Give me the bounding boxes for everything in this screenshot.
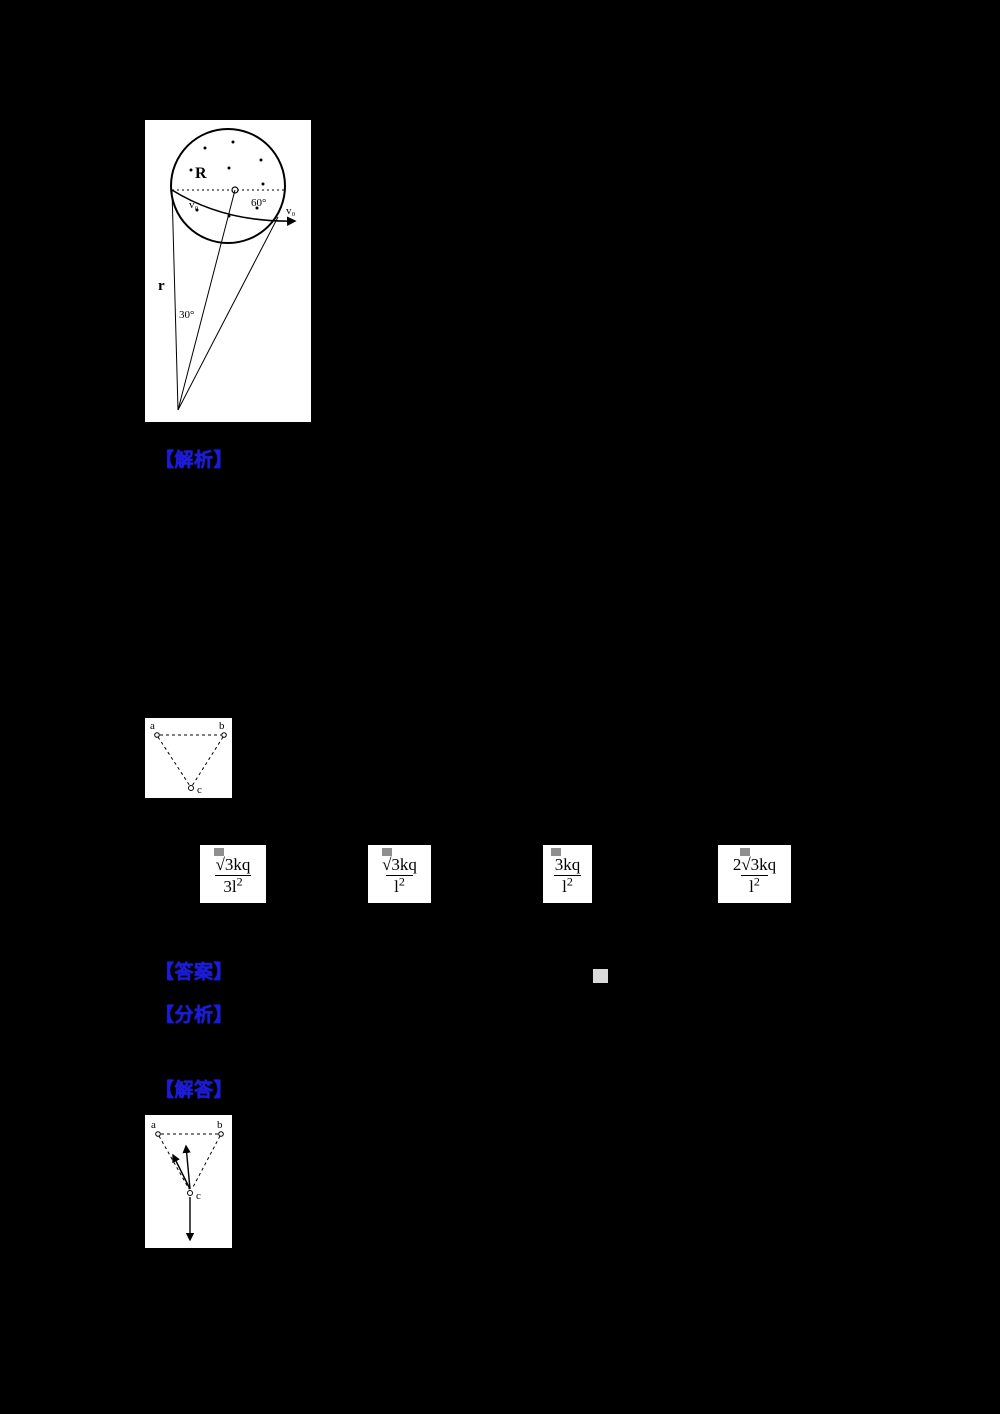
render-artifact — [740, 848, 750, 856]
label-b: b — [219, 720, 225, 732]
den-exponent: 2 — [398, 874, 405, 889]
heading-answer: 【答案】 — [155, 962, 234, 983]
magnetic-field-diagram: R 60° v₀ v₀ r 30° — [158, 128, 297, 411]
force-diagram-panel: a b c — [145, 1115, 232, 1248]
charge-b-mark — [221, 732, 227, 738]
den-base: 3l — [223, 877, 237, 896]
numerator: √3kq — [382, 855, 417, 875]
force-vector-diagram: a b c — [151, 1119, 224, 1242]
option-formula-d: 2√3kq l2 — [718, 845, 791, 903]
den-exponent: 2 — [236, 874, 243, 889]
label-c: c — [197, 784, 202, 796]
charge-a-mark — [154, 732, 160, 738]
heading-analysis-2: 【分析】 — [155, 1005, 234, 1026]
fraction: 2√3kq l2 — [728, 855, 781, 896]
den-exponent: 2 — [753, 874, 760, 889]
charge-a-mark — [155, 1131, 161, 1137]
geometry-lines — [171, 189, 279, 411]
label-a: a — [150, 720, 155, 732]
render-artifact — [382, 848, 392, 856]
charge-b-mark — [218, 1131, 224, 1137]
charge-c-mark — [188, 785, 194, 791]
charge-triangle-panel: a b c — [145, 718, 232, 798]
label-a: a — [151, 1119, 156, 1131]
numerator: √3kq — [215, 855, 251, 875]
fraction: √3kq 3l2 — [211, 855, 256, 896]
denominator: l2 — [741, 875, 768, 897]
den-exponent: 2 — [566, 874, 573, 889]
denominator: 3l2 — [215, 874, 251, 897]
magnetic-field-figure-panel: R 60° v₀ v₀ r 30° — [145, 120, 311, 422]
radius-label: R — [195, 165, 207, 182]
den-base: l — [562, 877, 567, 896]
heading-analysis-1: 【解析】 — [155, 450, 234, 471]
denominator: l2 — [386, 875, 413, 897]
den-base: l — [394, 877, 399, 896]
v0-right-label: v₀ — [286, 205, 296, 217]
option-formula-a: √3kq 3l2 — [200, 845, 266, 903]
particle-trajectory — [171, 189, 297, 227]
v0-left-label: v₀ — [189, 199, 199, 211]
denominator: l2 — [554, 875, 581, 897]
numerator: 3kq — [554, 855, 581, 875]
option-formula-c: 3kq l2 — [543, 845, 592, 903]
fraction: 3kq l2 — [550, 855, 586, 896]
option-formula-b: √3kq l2 — [368, 845, 431, 903]
triangle-dashed-edges — [157, 734, 224, 787]
charge-triangle-diagram: a b c — [150, 720, 227, 796]
angle-30-label: 30° — [179, 309, 194, 321]
force-vectors — [172, 1144, 195, 1242]
render-artifact — [214, 848, 224, 856]
distance-r-label: r — [158, 278, 165, 294]
den-base: l — [749, 877, 754, 896]
heading-solution: 【解答】 — [155, 1080, 234, 1101]
angle-60-label: 60° — [251, 197, 266, 209]
label-c: c — [196, 1190, 201, 1202]
numerator: 2√3kq — [732, 855, 777, 875]
answer-letter-box — [593, 969, 608, 983]
field-region-circle — [170, 128, 286, 244]
charge-c-mark — [187, 1190, 193, 1196]
label-b: b — [217, 1119, 223, 1131]
render-artifact — [551, 848, 561, 856]
fraction: √3kq l2 — [377, 855, 422, 896]
